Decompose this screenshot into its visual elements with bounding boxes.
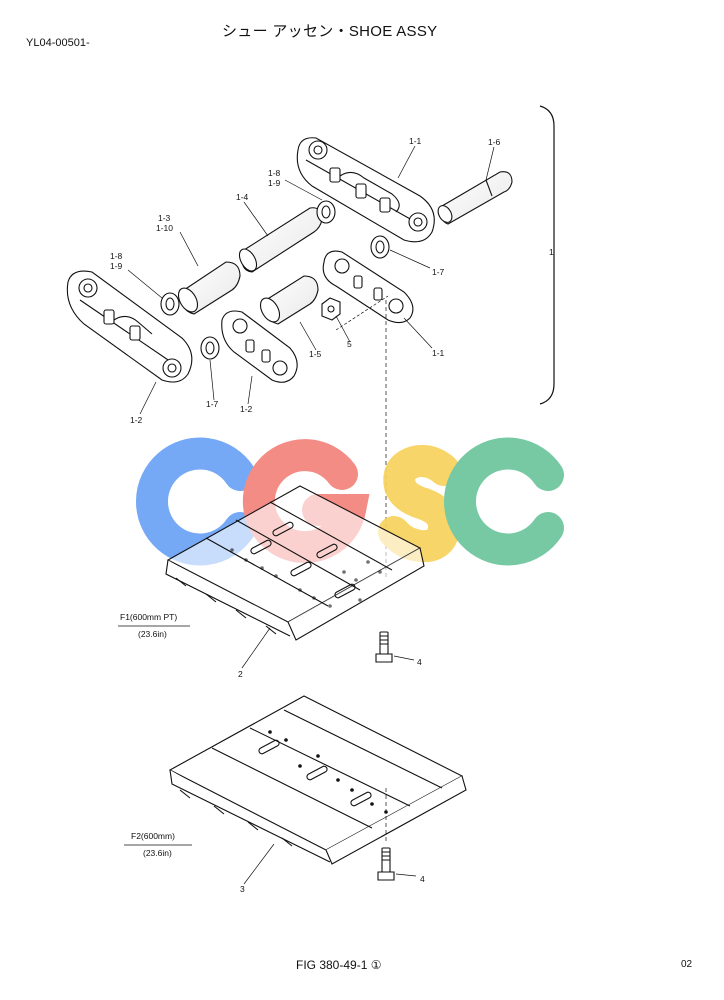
callout-1-8-left: 1-8 <box>110 251 123 261</box>
bolt-4-upper <box>375 631 393 663</box>
f1-spec-size: (23.6in) <box>138 629 167 639</box>
callout-3: 3 <box>240 884 245 894</box>
document-code: YL04-00501- <box>26 37 90 49</box>
callout-4-upper: 4 <box>417 657 422 667</box>
callout-2: 2 <box>238 669 243 679</box>
f2-spec-size: (23.6in) <box>143 848 172 858</box>
link-1-2-left <box>66 270 193 383</box>
bolt-4-lower <box>377 847 395 881</box>
callout-1-10: 1-10 <box>156 223 173 233</box>
assembly-bracket <box>539 105 555 405</box>
figure-number: FIG 380-49-1 ① <box>296 958 382 972</box>
callout-1-1-upper: 1-1 <box>409 136 422 146</box>
link-1-1-upper <box>296 137 435 243</box>
nut-5 <box>321 297 341 321</box>
f1-spec-name: F1(600mm PT) <box>120 612 177 622</box>
page-number: 02 <box>681 959 693 970</box>
link-1-1-lower <box>322 250 414 324</box>
callout-1-7-right: 1-7 <box>432 267 445 277</box>
ring-1-7-left <box>200 336 220 360</box>
leader-lines-plates <box>241 627 417 885</box>
bushing-1-4 <box>238 207 323 273</box>
pin-1-6 <box>437 171 513 225</box>
bushing-1-5 <box>259 275 319 325</box>
callout-1-9-upper: 1-9 <box>268 178 281 188</box>
bushing-1-3 <box>177 261 241 315</box>
watermark-letter-s <box>378 445 461 563</box>
link-1-2-middle <box>221 310 298 383</box>
callout-1-1-lower: 1-1 <box>432 348 445 358</box>
callout-1-8-upper: 1-8 <box>268 168 281 178</box>
shoe-plate-f1 <box>165 485 425 641</box>
callout-4-lower: 4 <box>420 874 425 884</box>
callout-1-9-left: 1-9 <box>110 261 123 271</box>
callout-1-2-left: 1-2 <box>130 415 143 425</box>
callout-1-3: 1-3 <box>158 213 171 223</box>
callout-1-4: 1-4 <box>236 192 249 202</box>
seal-left <box>160 292 180 316</box>
callout-1-7-left: 1-7 <box>206 399 219 409</box>
callout-1-5: 1-5 <box>309 349 322 359</box>
watermark-letter-c2 <box>444 437 564 566</box>
callout-1: 1 <box>549 247 554 257</box>
callout-1-2-middle: 1-2 <box>240 404 253 414</box>
page-title: シュー アッセン・SHOE ASSY <box>222 23 438 40</box>
ring-1-7-right <box>370 235 390 259</box>
callout-5: 5 <box>347 339 352 349</box>
callout-1-6: 1-6 <box>488 137 501 147</box>
seal-upper <box>316 200 336 224</box>
shoe-plate-f2 <box>168 695 467 865</box>
f2-spec-name: F2(600mm) <box>131 831 175 841</box>
